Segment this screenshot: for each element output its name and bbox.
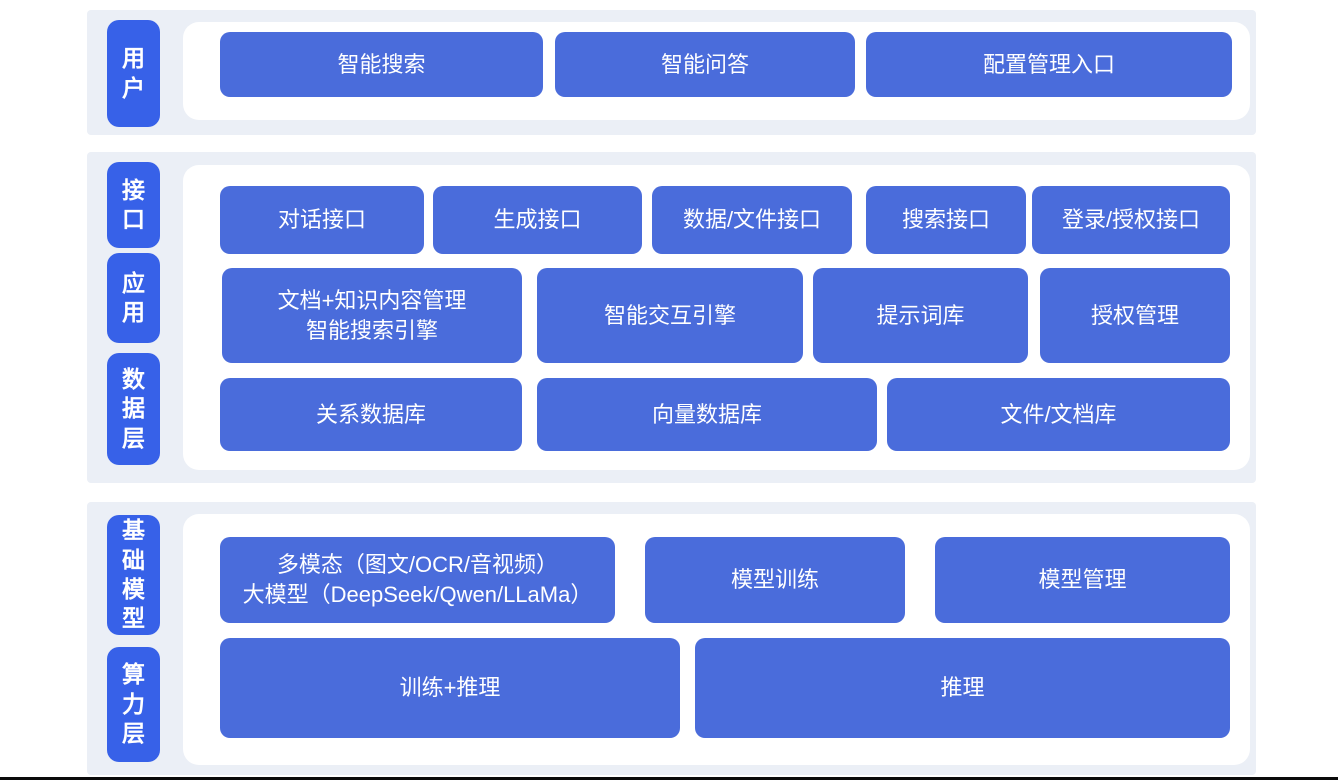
box-search-api: 搜索接口 <box>866 186 1026 254</box>
label-data-layer: 数据层 <box>107 353 160 465</box>
label-compute-layer: 算力层 <box>107 647 160 762</box>
box-training-inference: 训练+推理 <box>220 638 680 738</box>
box-multimodal-llm: 多模态（图文/OCR/音视频） 大模型（DeepSeek/Qwen/LLaMa） <box>220 537 615 623</box>
label-user-layer: 用户 <box>107 20 160 127</box>
box-model-management: 模型管理 <box>935 537 1230 623</box>
box-prompt-library: 提示词库 <box>813 268 1028 363</box>
box-smart-qa: 智能问答 <box>555 32 855 97</box>
box-auth-management: 授权管理 <box>1040 268 1230 363</box>
box-file-doc-db: 文件/文档库 <box>887 378 1230 451</box>
bottom-baseline <box>0 777 1338 780</box>
box-dialog-api: 对话接口 <box>220 186 424 254</box>
box-relational-db: 关系数据库 <box>220 378 522 451</box>
box-data-file-api: 数据/文件接口 <box>652 186 852 254</box>
box-inference: 推理 <box>695 638 1230 738</box>
box-model-training: 模型训练 <box>645 537 905 623</box>
label-application-layer: 应用 <box>107 253 160 343</box>
label-interface-layer: 接口 <box>107 162 160 248</box>
box-config-entry: 配置管理入口 <box>866 32 1232 97</box>
box-interaction-engine: 智能交互引擎 <box>537 268 803 363</box>
box-vector-db: 向量数据库 <box>537 378 877 451</box>
label-foundation-model-layer: 基础模型 <box>107 515 160 635</box>
box-smart-search: 智能搜索 <box>220 32 543 97</box>
box-doc-knowledge-search-engine: 文档+知识内容管理 智能搜索引擎 <box>222 268 522 363</box>
box-login-auth-api: 登录/授权接口 <box>1032 186 1230 254</box>
box-generation-api: 生成接口 <box>433 186 642 254</box>
